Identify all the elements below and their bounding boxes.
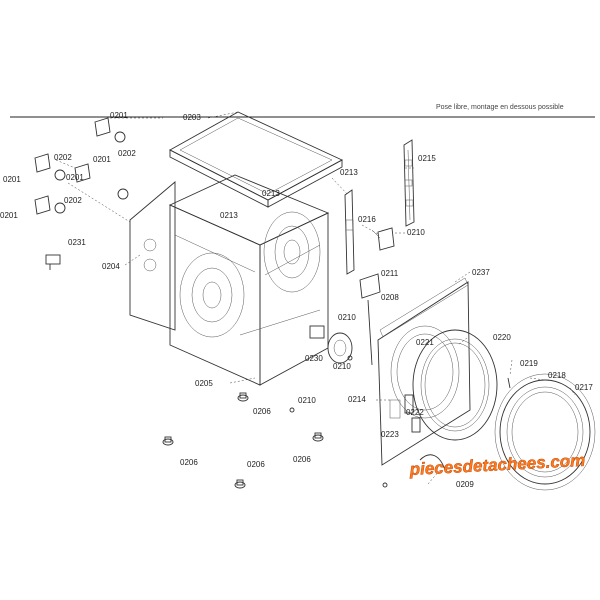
- door-ring-part[interactable]: [412, 329, 498, 441]
- label-0201-e: 0201: [0, 211, 18, 220]
- cabinet-body-part[interactable]: [168, 174, 330, 386]
- label-0202-b: 0202: [54, 153, 72, 162]
- front-panel-part[interactable]: [377, 281, 471, 466]
- label-0237: 0237: [472, 268, 490, 277]
- label-0206-b: 0206: [180, 458, 198, 467]
- label-0231: 0231: [68, 238, 86, 247]
- label-0230: 0230: [305, 354, 323, 363]
- front-frame-part[interactable]: [379, 277, 469, 338]
- small-screw-3[interactable]: [382, 482, 388, 488]
- door-gasket-part[interactable]: [499, 379, 591, 485]
- label-0214: 0214: [348, 395, 366, 404]
- label-0201-c: 0201: [3, 175, 21, 184]
- side-panel-part[interactable]: [129, 181, 176, 331]
- foot-part-4[interactable]: [234, 479, 246, 489]
- cable-part[interactable]: [367, 299, 373, 366]
- label-0211: 0211: [381, 269, 399, 278]
- screw-part[interactable]: [45, 254, 61, 270]
- label-0206-c: 0206: [247, 460, 265, 469]
- small-screw[interactable]: [289, 407, 295, 413]
- label-0216: 0216: [358, 215, 376, 224]
- leader-lines: [55, 111, 576, 485]
- front-strut-part[interactable]: [344, 189, 355, 275]
- hinge-part[interactable]: [404, 394, 414, 414]
- label-0208: 0208: [381, 293, 399, 302]
- label-0218: 0218: [548, 371, 566, 380]
- label-0219: 0219: [520, 359, 538, 368]
- label-0210-a: 0210: [407, 228, 425, 237]
- spring-part[interactable]: [507, 377, 511, 389]
- label-0204: 0204: [102, 262, 120, 271]
- label-0201-b: 0201: [93, 155, 111, 164]
- label-0205: 0205: [195, 379, 213, 388]
- label-0202-c: 0202: [64, 196, 82, 205]
- wire-part[interactable]: [419, 454, 446, 471]
- door-lock-part[interactable]: [371, 227, 395, 251]
- label-0223: 0223: [381, 430, 399, 439]
- label-0206-d: 0206: [293, 455, 311, 464]
- label-0202-a: 0202: [118, 149, 136, 158]
- foot-part-2[interactable]: [162, 436, 174, 446]
- label-0221: 0221: [416, 338, 434, 347]
- label-0213-c: 0213: [220, 211, 238, 220]
- label-0201-d: 0201: [66, 173, 84, 182]
- label-0210-b: 0210: [338, 313, 356, 322]
- control-module-part[interactable]: [359, 273, 381, 299]
- watermark-text: piecesdetachees.com: [408, 451, 586, 479]
- label-0213-a: 0213: [340, 168, 358, 177]
- label-0203: 0203: [183, 113, 201, 122]
- foot-part[interactable]: [237, 392, 249, 402]
- foot-part-3[interactable]: [312, 432, 324, 442]
- bracket-set-part[interactable]: [34, 117, 129, 215]
- label-0215: 0215: [418, 154, 436, 163]
- top-cover-part[interactable]: [169, 111, 344, 208]
- label-0209: 0209: [456, 480, 474, 489]
- label-0206-a: 0206: [253, 407, 271, 416]
- header-caption: Pose libre, montage en dessous possible: [436, 104, 564, 111]
- label-0210-d: 0210: [298, 396, 316, 405]
- label-0222: 0222: [406, 408, 424, 417]
- clamp-ring-part[interactable]: [494, 373, 596, 491]
- hinge-part-2[interactable]: [411, 417, 421, 433]
- label-0210-c: 0210: [333, 362, 351, 371]
- pump-assembly-part[interactable]: [309, 325, 353, 364]
- rear-strip-part[interactable]: [403, 139, 415, 227]
- label-0220: 0220: [493, 333, 511, 342]
- label-0217: 0217: [575, 383, 593, 392]
- label-0201-a: 0201: [110, 111, 128, 120]
- label-0213-b: 0213: [262, 189, 280, 198]
- small-screw-2[interactable]: [347, 355, 353, 361]
